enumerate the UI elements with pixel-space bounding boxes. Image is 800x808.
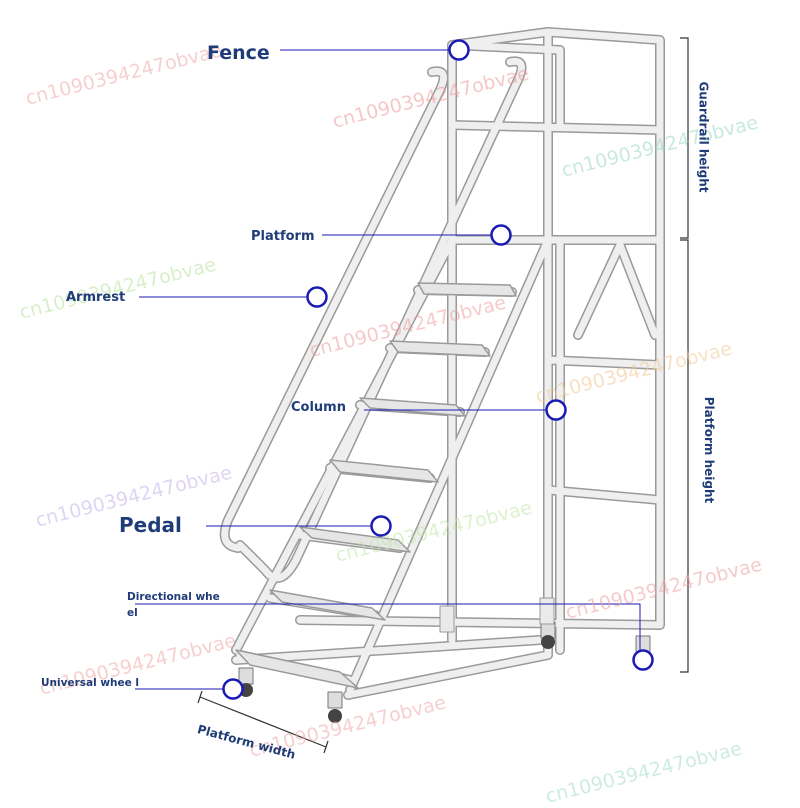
column-marker — [545, 399, 567, 421]
platform-height-bracket — [680, 239, 689, 673]
platform-height-label: Platform height — [702, 396, 717, 504]
guardrail-height-bracket — [680, 37, 689, 239]
callout-markers — [222, 39, 654, 700]
dimension-brackets — [197, 37, 689, 754]
armrest-marker — [306, 286, 328, 308]
platform-marker — [490, 224, 512, 246]
universal-wheel-marker — [222, 678, 244, 700]
directional-wheel-label: Directional whe el — [127, 591, 220, 619]
fence-marker — [448, 39, 470, 61]
armrest-label: Armrest — [66, 290, 126, 305]
column-label: Column — [291, 400, 346, 415]
platform-label: Platform — [251, 229, 315, 244]
pedal-marker — [370, 515, 392, 537]
fence-label: Fence — [207, 42, 270, 64]
guardrail-height-label: Guardrail height — [696, 81, 711, 193]
ladder-frame — [219, 27, 665, 723]
leader-lines — [135, 49, 641, 690]
platform-width-bracket — [197, 690, 329, 754]
pedal-label: Pedal — [119, 513, 182, 537]
universal-wheel-label: Universal whee l — [41, 677, 140, 689]
pedal-treads — [235, 282, 517, 689]
directional-wheel-marker — [632, 649, 654, 671]
